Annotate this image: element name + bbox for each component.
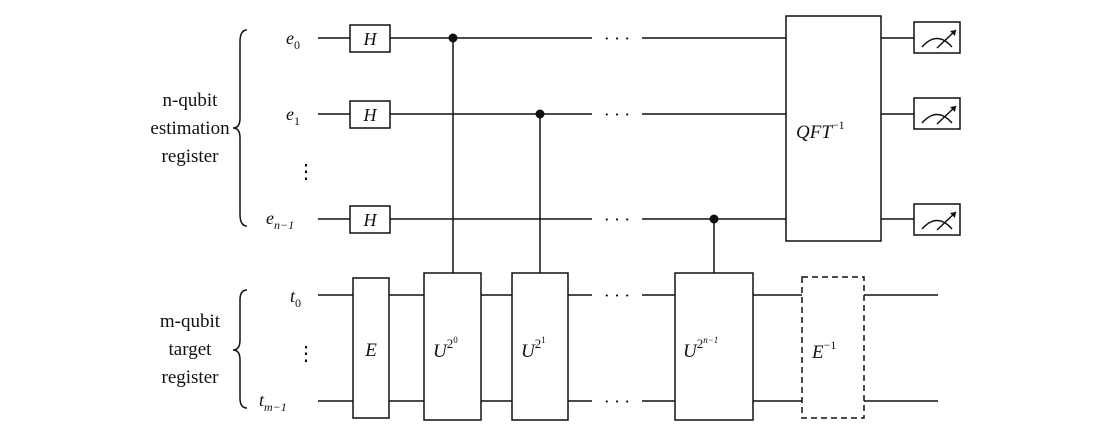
inverse-qft-gate: QFT−1	[785, 15, 882, 242]
estimation-label-line-3: register	[162, 146, 220, 167]
target-register-label: m-qubit target register	[160, 311, 221, 388]
hadamard-gate-e0: H	[349, 24, 391, 53]
u-gate-label-1: U21	[521, 335, 546, 362]
control-dot-e1	[535, 109, 545, 119]
u-gate-label-0: U20	[433, 335, 458, 362]
estimation-brace	[232, 29, 248, 227]
decode-label: E−1	[811, 338, 836, 363]
target-vdots: ⋮	[296, 341, 316, 365]
meter-icon	[913, 21, 961, 54]
svg-text:H: H	[363, 105, 378, 125]
qubit-label-en-1: en−1	[266, 208, 294, 232]
encode-gate: E	[352, 277, 390, 419]
controlled-u-gate-2pow1: U21	[511, 272, 569, 421]
estimation-wires	[318, 37, 914, 220]
ellipsis-en: · · ·	[604, 210, 629, 229]
svg-text:E: E	[364, 340, 377, 361]
controlled-u-gate-2pow0: U20	[423, 272, 482, 421]
hadamard-gate-e1: H	[349, 100, 391, 129]
control-dot-en	[709, 214, 719, 224]
qubit-label-t0: t0	[290, 286, 301, 310]
u-gate-label-n: U2n−1	[683, 335, 718, 362]
ellipsis-e1: · · ·	[604, 105, 629, 124]
decode-gate-dashed: E−1	[801, 276, 865, 419]
qubit-label-e0: e0	[286, 28, 300, 52]
estimation-vdots: ⋮	[296, 159, 316, 183]
target-label-line-1: m-qubit	[160, 311, 221, 332]
estimation-label-line-2: estimation	[150, 118, 230, 139]
svg-text:H: H	[363, 29, 378, 49]
estimation-register-label: n-qubit estimation register	[150, 90, 230, 167]
meter-icon	[913, 97, 961, 130]
controlled-u-gate-2pown-1: U2n−1	[674, 272, 754, 421]
ellipsis-tm: · · ·	[604, 392, 629, 411]
target-label-line-3: register	[162, 367, 220, 388]
hadamard-gate-en: H	[349, 205, 391, 234]
qubit-label-tm-1: tm−1	[259, 390, 287, 414]
qft-label: QFT−1	[796, 118, 845, 143]
target-brace	[232, 289, 248, 409]
svg-text:H: H	[363, 210, 378, 230]
ellipsis-t0: · · ·	[604, 286, 629, 305]
qubit-label-e1: e1	[286, 104, 300, 128]
target-label-line-2: target	[169, 339, 213, 360]
meter-icon	[913, 203, 961, 236]
ellipsis-e0: · · ·	[604, 29, 629, 48]
control-dot-e0	[448, 33, 458, 43]
estimation-label-line-1: n-qubit	[163, 90, 219, 111]
